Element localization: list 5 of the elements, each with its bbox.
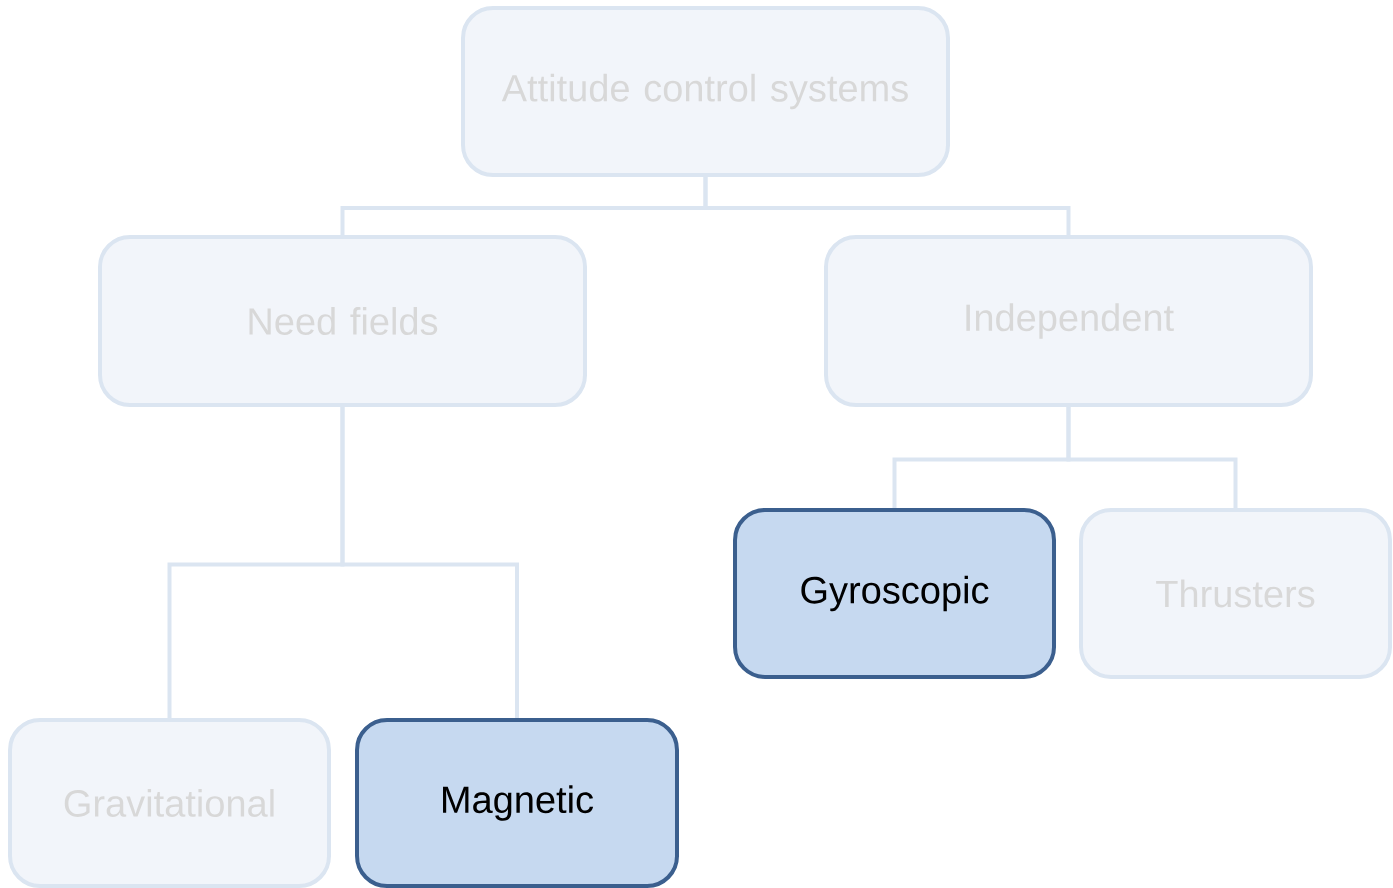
- highlighted-box: Magnetic: [355, 718, 679, 888]
- connector-line: [1066, 407, 1238, 508]
- connector-line: [703, 177, 1071, 235]
- connector-line: [340, 407, 519, 718]
- highlighted-box: Gyroscopic: [733, 508, 1056, 679]
